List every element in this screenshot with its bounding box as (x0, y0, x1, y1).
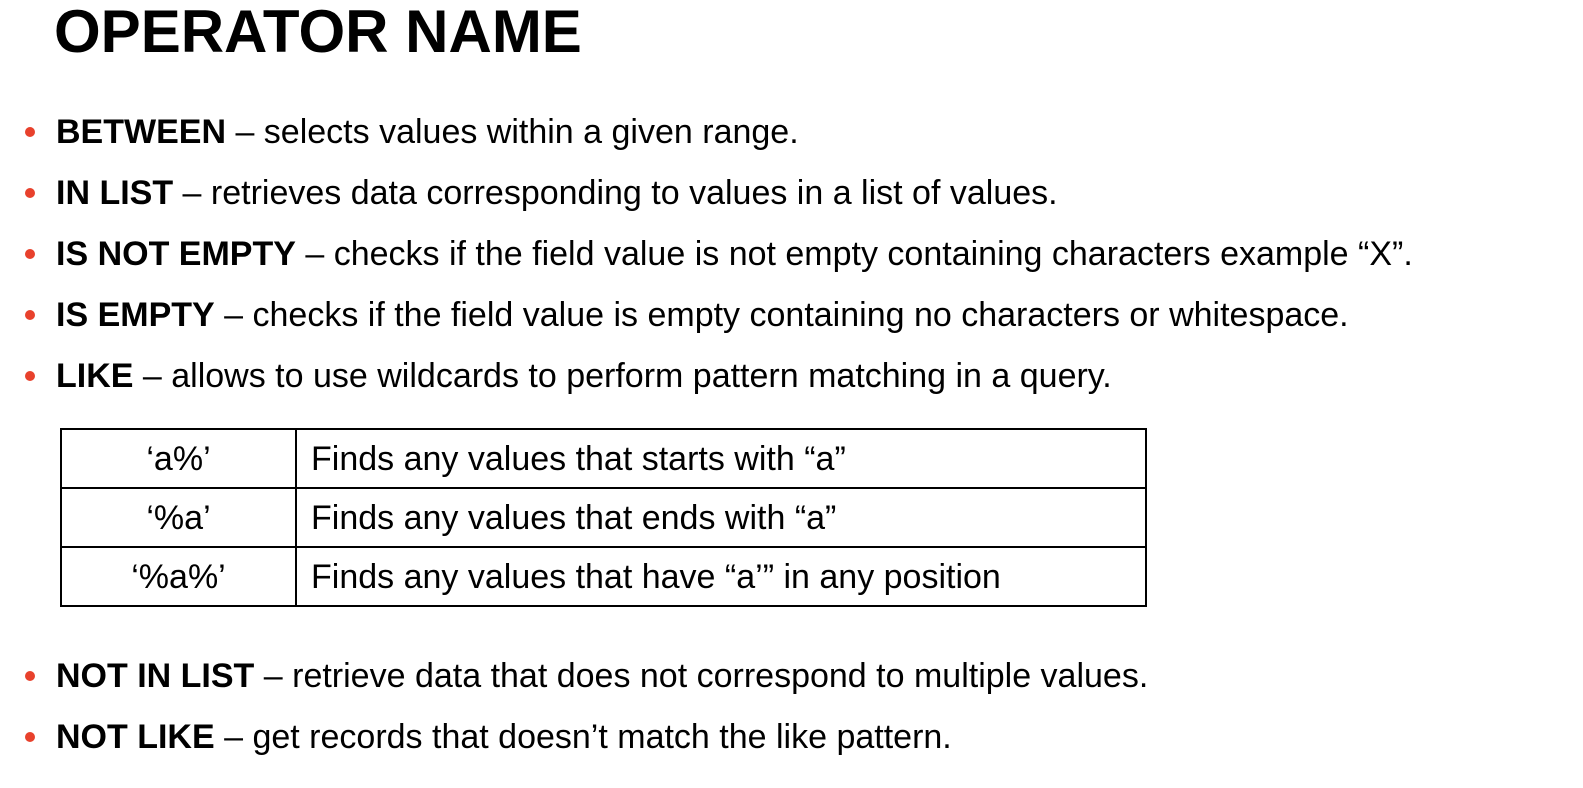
operator-term: LIKE (56, 357, 134, 395)
operator-term: IS NOT EMPTY (56, 235, 296, 273)
operator-term: NOT LIKE (56, 718, 215, 756)
slide-title: OPERATOR NAME (54, 0, 582, 65)
operator-description: – retrieves data corresponding to values… (173, 174, 1058, 212)
operator-term: IS EMPTY (56, 296, 215, 334)
bullet-dot-icon (25, 671, 35, 681)
operator-term: IN LIST (56, 174, 174, 212)
pattern-cell: ‘a%’ (60, 428, 297, 489)
pattern-description-cell: Finds any values that ends with “a” (295, 487, 1147, 548)
table-row: ‘a%’ Finds any values that starts with “… (60, 428, 1147, 489)
table-row: ‘%a%’ Finds any values that have “a’” in… (60, 546, 1147, 607)
operator-description: – get records that doesn’t match the lik… (214, 718, 952, 756)
bullet-dot-icon (25, 249, 35, 259)
pattern-cell: ‘%a%’ (60, 546, 297, 607)
operator-description: – checks if the field value is empty con… (214, 296, 1349, 334)
bullet-dot-icon (25, 732, 35, 742)
operator-description: – allows to use wildcards to perform pat… (133, 357, 1112, 395)
operator-term: NOT IN LIST (56, 657, 255, 695)
bullet-dot-icon (25, 310, 35, 320)
pattern-cell: ‘%a’ (60, 487, 297, 548)
bullet-dot-icon (25, 188, 35, 198)
table-row: ‘%a’ Finds any values that ends with “a” (60, 487, 1147, 548)
operator-description: – checks if the field value is not empty… (295, 235, 1413, 273)
pattern-description-cell: Finds any values that have “a’” in any p… (295, 546, 1147, 607)
bullet-dot-icon (25, 371, 35, 381)
operator-description: – selects values within a given range. (226, 113, 799, 151)
bullet-dot-icon (25, 127, 35, 137)
like-patterns-table: ‘a%’ Finds any values that starts with “… (60, 428, 1147, 607)
operator-term: BETWEEN (56, 113, 226, 151)
pattern-description-cell: Finds any values that starts with “a” (295, 428, 1147, 489)
operator-description: – retrieve data that does not correspond… (254, 657, 1149, 695)
